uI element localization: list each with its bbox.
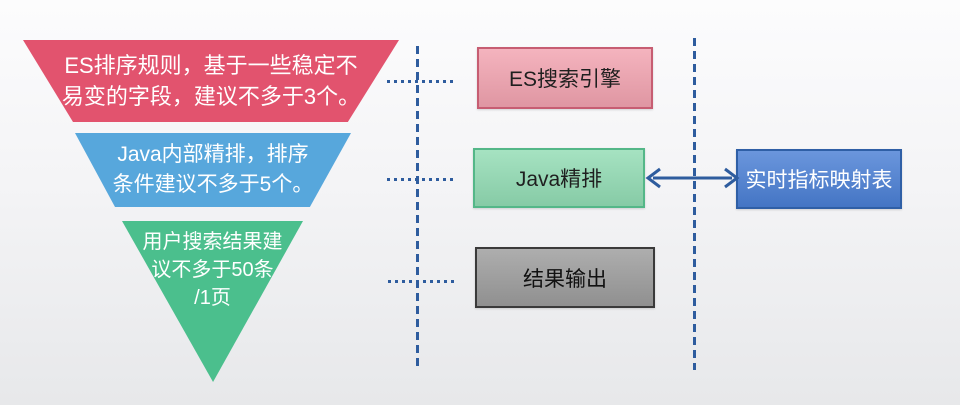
funnel-layer-text-line: 议不多于50条 xyxy=(151,259,274,281)
box-label: ES搜索引擎 xyxy=(508,68,621,91)
bidirectional-arrow xyxy=(645,163,740,193)
funnel-layer-text-line: 易变的字段，建议不多于3个。 xyxy=(61,84,361,109)
dashed-guide-line-left xyxy=(416,46,419,367)
dotted-connector-java xyxy=(387,178,453,181)
box-es-search-engine: ES搜索引擎 xyxy=(477,47,653,109)
funnel-layer-text-line: 用户搜索结果建 xyxy=(142,231,283,253)
box-realtime-metric-map: 实时指标映射表 xyxy=(736,149,902,209)
dotted-connector-es xyxy=(387,80,456,83)
funnel-layer-java-rerank: Java内部精排，排序 条件建议不多于5个。 xyxy=(75,133,351,207)
box-label: 实时指标映射表 xyxy=(745,169,893,192)
funnel-layer-es-sort-rules: ES排序规则，基于一些稳定不 易变的字段，建议不多于3个。 xyxy=(23,40,399,122)
funnel-layer-text-line: /1页 xyxy=(194,287,231,309)
funnel-layer-user-results: 用户搜索结果建 议不多于50条 /1页 xyxy=(122,221,303,382)
dashed-guide-line-right xyxy=(693,38,696,370)
funnel-layer-text-line: Java内部精排，排序 xyxy=(117,143,309,166)
box-label: Java精排 xyxy=(515,168,603,191)
box-java-rerank: Java精排 xyxy=(473,148,645,208)
funnel-layer-text-line: 条件建议不多于5个。 xyxy=(112,173,314,196)
box-result-output: 结果输出 xyxy=(475,247,655,308)
box-label: 结果输出 xyxy=(523,267,607,291)
dotted-connector-output xyxy=(388,280,455,283)
funnel-layer-text-line: ES排序规则，基于一些稳定不 xyxy=(64,53,358,78)
